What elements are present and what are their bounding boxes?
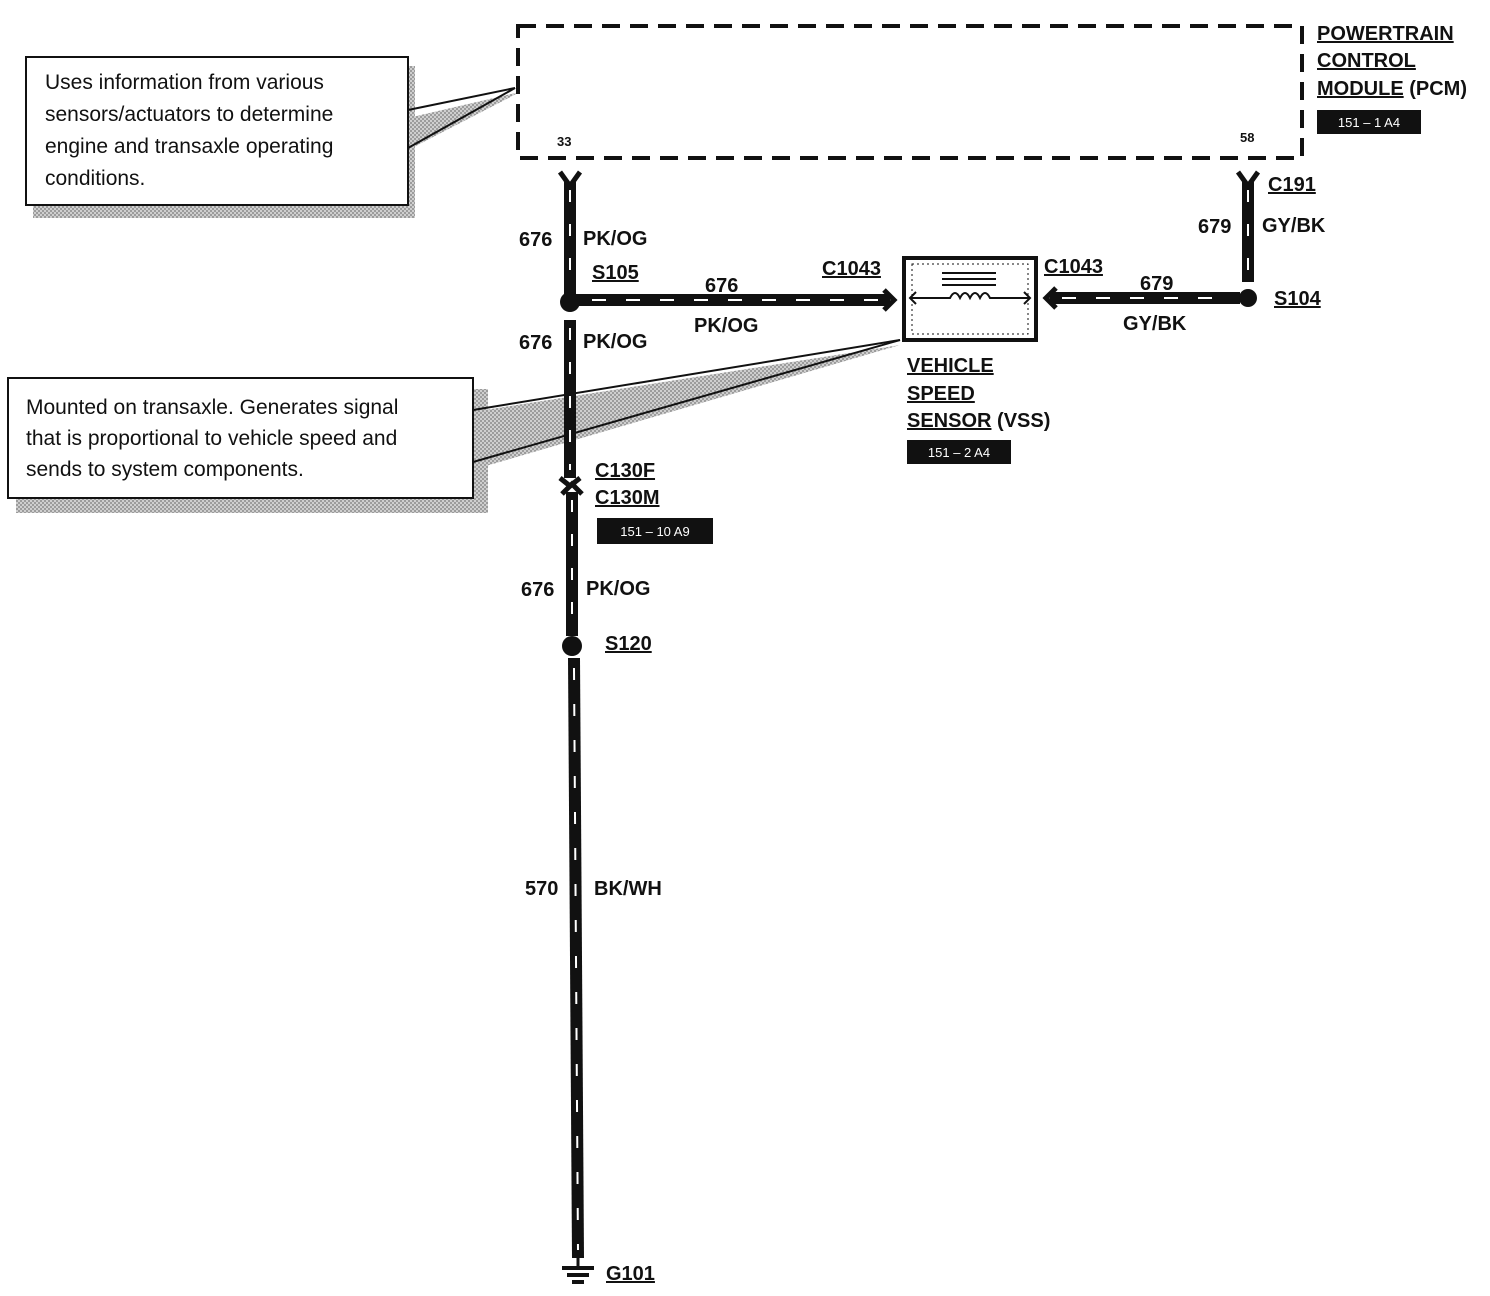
w676-horiz-color: PK/OG bbox=[694, 315, 758, 337]
pcm-name-line-1: POWERTRAIN bbox=[1317, 23, 1454, 45]
pcm-suffix: (PCM) bbox=[1409, 78, 1467, 100]
c130-ref-text: 151 – 10 A9 bbox=[620, 524, 689, 539]
w570-circuit: 570 bbox=[525, 878, 558, 900]
wire-570-stripe bbox=[573, 667, 579, 1251]
pcm-name-line-3: MODULE (PCM) bbox=[1317, 78, 1467, 100]
c130f-label: C130F bbox=[595, 460, 655, 482]
pcm-module: 33 58 POWERTRAIN CONTROL MODULE (PCM) 15… bbox=[516, 23, 1467, 160]
c1043-left-label: C1043 bbox=[822, 258, 881, 280]
c1043-left-connector bbox=[882, 288, 898, 312]
vss-name-line-3: SENSOR (VSS) bbox=[907, 410, 1050, 432]
w676-mid-color: PK/OG bbox=[583, 331, 647, 353]
c1043-right-label: C1043 bbox=[1044, 256, 1103, 278]
pcm-callout: Uses information from various sensors/ac… bbox=[25, 56, 520, 218]
pcm-callout-line-2: sensors/actuators to determine bbox=[45, 103, 333, 126]
s120-splice-dot bbox=[562, 636, 582, 656]
labels: C191 C1043 C1043 S105 S104 S120 C130F C1… bbox=[592, 174, 1322, 1285]
w676-horiz-circuit: 676 bbox=[705, 275, 738, 297]
vss-ref-text: 151 – 2 A4 bbox=[928, 445, 990, 460]
s105-splice-dot bbox=[560, 292, 580, 312]
wire-labels: 676 PK/OG 676 PK/OG 676 PK/OG 676 PK/OG … bbox=[519, 215, 1326, 900]
w676-top-color: PK/OG bbox=[583, 228, 647, 250]
vss-callout: Mounted on transaxle. Generates signal t… bbox=[7, 339, 901, 513]
pcm-pin-33-connector bbox=[557, 170, 583, 191]
connector-marks bbox=[557, 170, 1261, 1284]
vss-suffix: (VSS) bbox=[997, 410, 1050, 432]
c130-ref-badge bbox=[597, 518, 713, 544]
vss-callout-line-3: sends to system components. bbox=[26, 458, 304, 481]
c191-connector bbox=[1235, 170, 1261, 191]
vss-callout-line-1: Mounted on transaxle. Generates signal bbox=[26, 396, 398, 419]
c191-label: C191 bbox=[1268, 174, 1316, 196]
pcm-callout-line-4: conditions. bbox=[45, 167, 145, 190]
w679-vert-color: GY/BK bbox=[1262, 215, 1326, 237]
s105-label: S105 bbox=[592, 262, 639, 284]
pcm-ref-text: 151 – 1 A4 bbox=[1338, 115, 1400, 130]
w676-low-circuit: 676 bbox=[521, 579, 554, 601]
pcm-pin-33: 33 bbox=[557, 134, 571, 149]
vss-name-line-1: VEHICLE bbox=[907, 355, 994, 377]
s104-label: S104 bbox=[1274, 288, 1322, 310]
w570-color: BK/WH bbox=[594, 878, 662, 900]
c1043-right-connector bbox=[1042, 286, 1058, 310]
vss-ref-badge bbox=[907, 440, 1011, 464]
pcm-name-line-2: CONTROL bbox=[1317, 50, 1416, 72]
g101-label: G101 bbox=[606, 1263, 655, 1285]
c130m-connector bbox=[560, 480, 584, 496]
w676-low-color: PK/OG bbox=[586, 578, 650, 600]
s120-label: S120 bbox=[605, 633, 652, 655]
vss-callout-line-2: that is proportional to vehicle speed an… bbox=[26, 427, 397, 450]
w679-vert-circuit: 679 bbox=[1198, 216, 1231, 238]
wires bbox=[564, 182, 1254, 1259]
ground-icon bbox=[562, 1258, 594, 1284]
pcm-ref-badge bbox=[1317, 110, 1421, 134]
w679-horiz-circuit: 679 bbox=[1140, 273, 1173, 295]
vss-component: VEHICLE SPEED SENSOR (VSS) 151 – 2 A4 bbox=[902, 256, 1050, 464]
pcm-name-line-3-text: MODULE bbox=[1317, 78, 1404, 100]
pcm-callout-line-3: engine and transaxle operating bbox=[45, 135, 333, 158]
s104-splice-dot bbox=[1239, 289, 1257, 307]
pcm-pin-58: 58 bbox=[1240, 130, 1254, 145]
w676-top-circuit: 676 bbox=[519, 229, 552, 251]
w679-horiz-color: GY/BK bbox=[1123, 313, 1187, 335]
vss-name-line-3-text: SENSOR bbox=[907, 410, 992, 432]
pcm-callout-line-1: Uses information from various bbox=[45, 71, 324, 94]
vss-name-line-2: SPEED bbox=[907, 383, 975, 405]
c130m-label: C130M bbox=[595, 487, 659, 509]
w676-mid-circuit: 676 bbox=[519, 332, 552, 354]
vss-coil-icon bbox=[910, 292, 1030, 301]
